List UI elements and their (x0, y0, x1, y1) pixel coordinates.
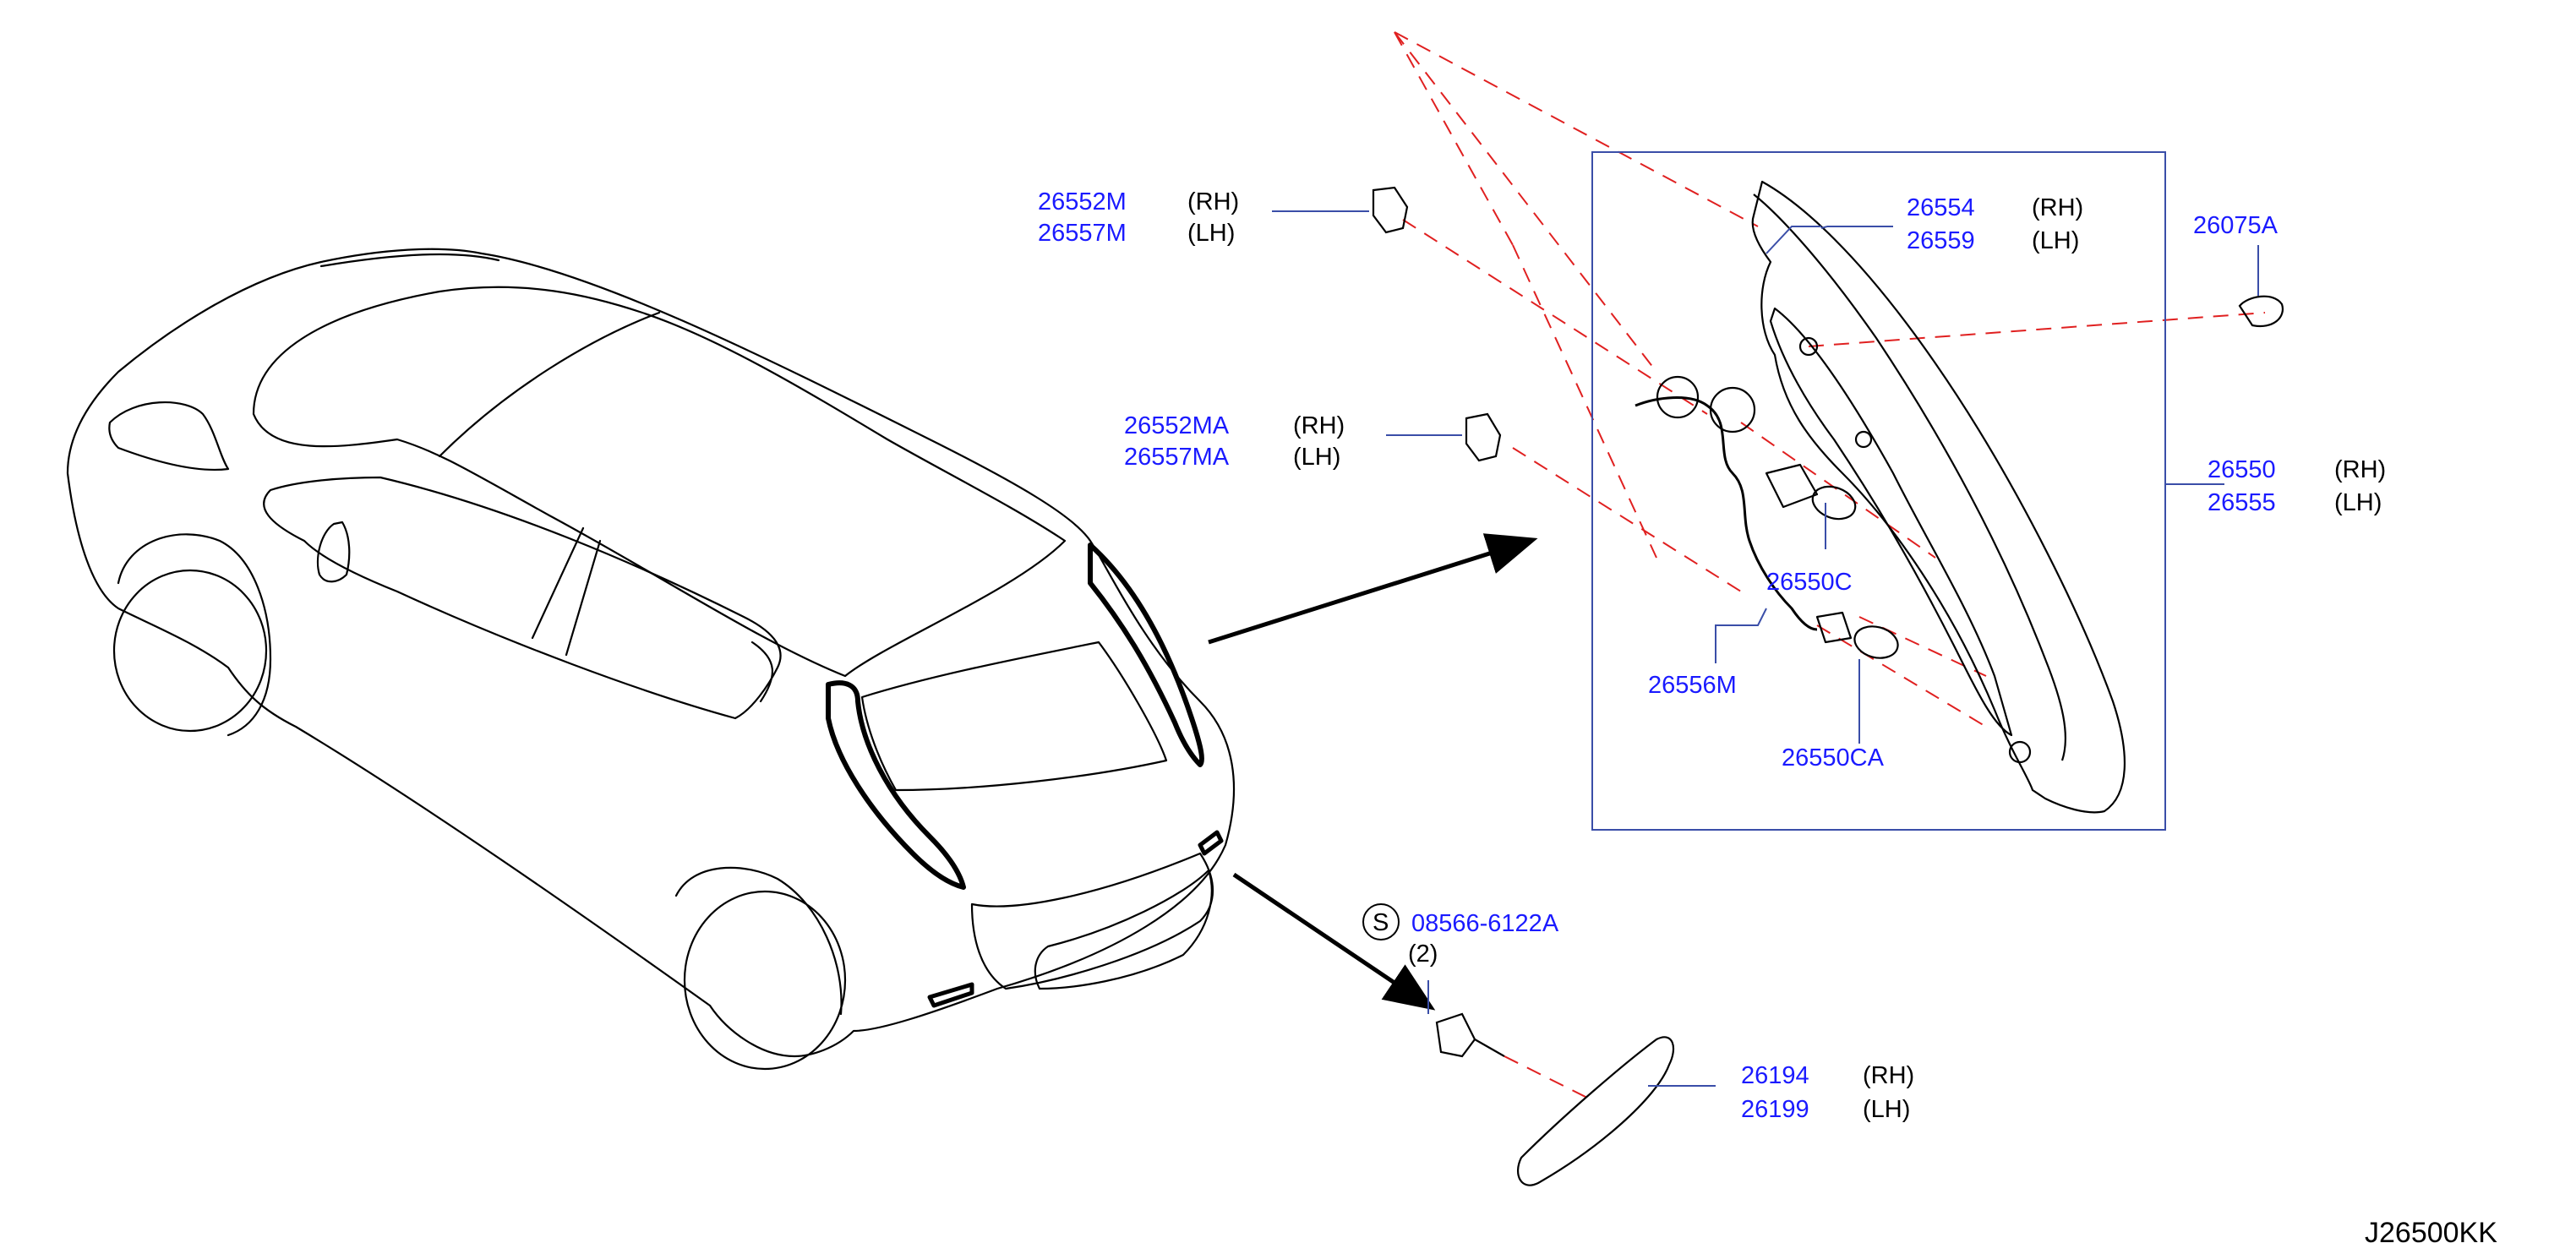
vehicle-reflector-right (1198, 830, 1224, 856)
small-parts (1372, 186, 2284, 1186)
lamp-detail-frame (1591, 151, 2166, 831)
vehicle-rear-lamp-right (1088, 542, 1204, 767)
label-lh: (LH) (1187, 220, 1235, 247)
assembly-lines (1394, 31, 2266, 1099)
vehicle-side-mirror (316, 521, 351, 583)
vehicle-side-windows (263, 476, 782, 720)
pn-26194: 26194 (1741, 1062, 1809, 1089)
arrow-to-reflector (1232, 872, 1436, 1011)
vehicle-body-outline (66, 248, 1236, 1058)
pn-26556M: 26556M (1648, 672, 1737, 699)
label-rh: (RH) (2334, 456, 2386, 483)
pointer-arrows (1208, 533, 1538, 1011)
leader-lines (1272, 210, 2259, 1087)
pn-26550CA: 26550CA (1782, 744, 1885, 771)
vehicle-front-wheel (112, 569, 268, 733)
vehicle-rear-glass (860, 641, 1168, 792)
vehicle-reflector-left (927, 982, 974, 1008)
reflex-reflector (1517, 1036, 1675, 1186)
screw-quantity: (2) (1408, 940, 1438, 968)
pn-26554: 26554 (1907, 194, 1975, 221)
pn-26550: 26550 (2208, 456, 2276, 483)
label-rh: (RH) (1863, 1062, 1914, 1089)
label-rh: (RH) (1187, 188, 1239, 215)
grommet (2238, 295, 2284, 328)
vehicle-rear-hatch-lower (970, 852, 1214, 990)
vehicle-front-wheel-arch (117, 533, 272, 737)
lamp-mount-hole-lower (2008, 740, 2032, 764)
clip-upper (1372, 186, 1409, 234)
bulb-c (1811, 485, 1857, 521)
vehicle-illustration (66, 248, 1236, 1071)
label-rh: (RH) (2032, 194, 2083, 221)
pn-26075A: 26075A (2193, 212, 2279, 239)
lamp-lens-cover (1753, 194, 2067, 761)
pn-26555: 26555 (2208, 489, 2276, 516)
harness-connector-2 (1709, 386, 1756, 433)
bulb-socket-ca (1815, 611, 1853, 644)
clip-lower (1465, 412, 1502, 462)
pn-26559: 26559 (1907, 227, 1975, 254)
vehicle-rear-wheel-arch (674, 866, 843, 1016)
pn-08566-6122A: 08566-6122A (1411, 910, 1559, 937)
label-rh: (RH) (1293, 412, 1345, 439)
screw-symbol-circle (1362, 903, 1400, 940)
pn-26552MA: 26552MA (1124, 412, 1230, 439)
lamp-mount-hole-middle (1854, 430, 1873, 449)
arrow-to-rear-lamp (1208, 533, 1538, 645)
wiring-harness (1635, 396, 1818, 631)
pn-26557MA: 26557MA (1124, 444, 1230, 471)
harness-connector-1 (1656, 375, 1700, 419)
vehicle-rear-lamp-left (826, 680, 966, 890)
vehicle-b-pillar (531, 526, 585, 640)
rear-combination-lamp-drawing (1635, 180, 2126, 814)
vehicle-rear-wheel (683, 890, 847, 1071)
lamp-mount-hole-upper (1798, 336, 1819, 357)
vehicle-rear-quarter (750, 641, 773, 703)
vehicle-rear-bumper (1034, 869, 1213, 990)
pn-26199: 26199 (1741, 1096, 1809, 1123)
vehicle-roof-panel (252, 286, 1067, 678)
lamp-inner-bracket (1769, 307, 2013, 737)
bulb-socket-c (1765, 463, 1819, 509)
label-lh: (LH) (2032, 227, 2079, 254)
lamp-housing (1751, 180, 2126, 814)
label-lh: (LH) (1293, 444, 1340, 471)
bulb-ca (1853, 625, 1899, 659)
pn-26557M: 26557M (1038, 220, 1127, 247)
part-labels: 26552M (RH) 26557M (LH) 26552MA (RH) 265… (1038, 188, 2497, 1249)
screw-symbol: S (1373, 909, 1389, 936)
label-lh: (LH) (2334, 489, 2382, 516)
pn-26550C: 26550C (1766, 569, 1853, 596)
label-lh: (LH) (1863, 1096, 1910, 1123)
diagram-code: J26500KK (2365, 1217, 2497, 1249)
vehicle-roof-center-line (438, 311, 661, 458)
screw (1435, 1012, 1505, 1058)
vehicle-roof (319, 253, 500, 268)
vehicle-c-pillar (565, 539, 602, 657)
pn-26552M: 26552M (1038, 188, 1127, 215)
vehicle-front-lamp (108, 401, 230, 472)
